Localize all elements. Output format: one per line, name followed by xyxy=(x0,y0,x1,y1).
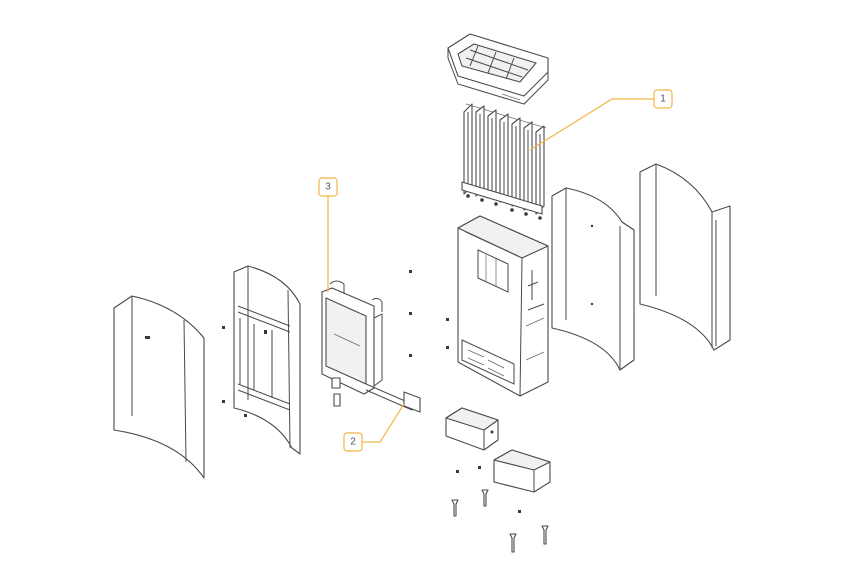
heater-body xyxy=(457,215,549,397)
side-panel-inner-right xyxy=(551,187,635,371)
callout-1-box xyxy=(653,89,673,109)
feet-bolts xyxy=(451,489,549,553)
callout-2: 2 xyxy=(343,403,405,452)
callout-3: 3 xyxy=(318,177,338,292)
front-bracket xyxy=(445,407,499,451)
fastener-screws xyxy=(222,270,521,513)
side-panel-inner-left xyxy=(233,265,301,455)
callout-3-label: 3 xyxy=(325,182,331,193)
side-panel-outer-left xyxy=(113,295,205,479)
heating-elements xyxy=(461,103,547,220)
control-unit xyxy=(321,280,421,413)
callout-2-box xyxy=(343,432,363,452)
stone-grate xyxy=(447,33,549,105)
callout-1-leader xyxy=(529,98,656,151)
callout-2-label: 2 xyxy=(350,437,356,448)
front-foot-cover xyxy=(493,449,551,493)
callout-1-label: 1 xyxy=(660,94,666,105)
side-panel-outer-right xyxy=(639,163,731,351)
callout-1: 1 xyxy=(529,89,673,151)
callout-3-box xyxy=(318,177,338,197)
callout-2-leader xyxy=(362,403,405,443)
